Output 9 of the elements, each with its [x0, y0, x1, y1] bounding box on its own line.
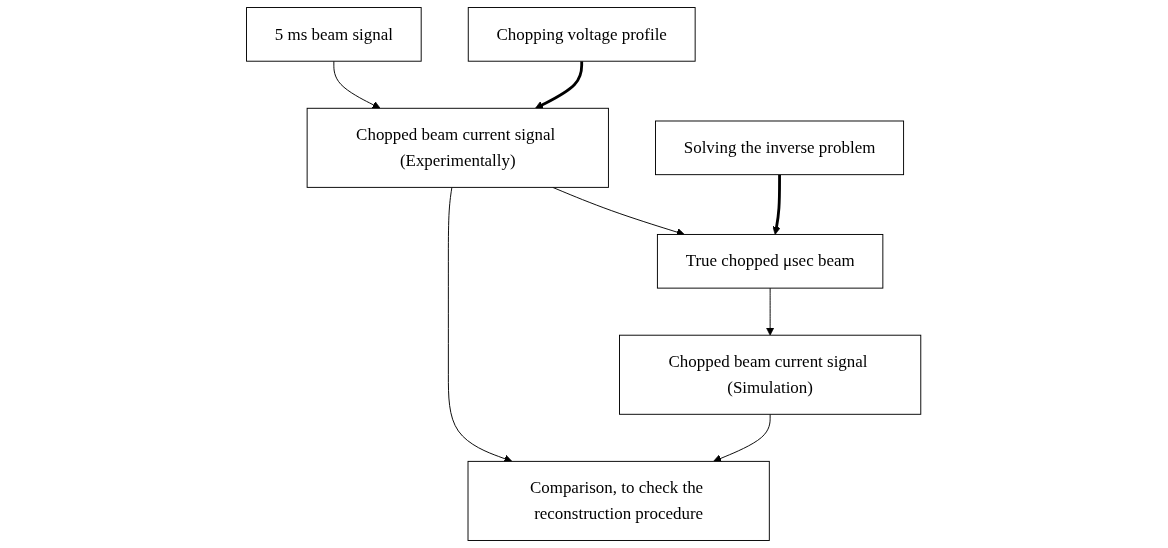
node-box: Solving the inverse problem — [655, 120, 905, 176]
node-box: True chopped μsec beam — [657, 234, 884, 289]
node-box: Chopping voltage profile — [468, 7, 696, 62]
node-box: Comparison, to check the reconstruction procedure — [467, 460, 771, 541]
node-box: 5 ms beam signal — [246, 7, 422, 62]
arrow — [772, 174, 782, 235]
node-box: Chopped beam current signal (Experimentally) — [307, 107, 610, 188]
node-box: Chopped beam current signal (Simulation) — [619, 334, 922, 415]
arrow — [535, 61, 584, 109]
